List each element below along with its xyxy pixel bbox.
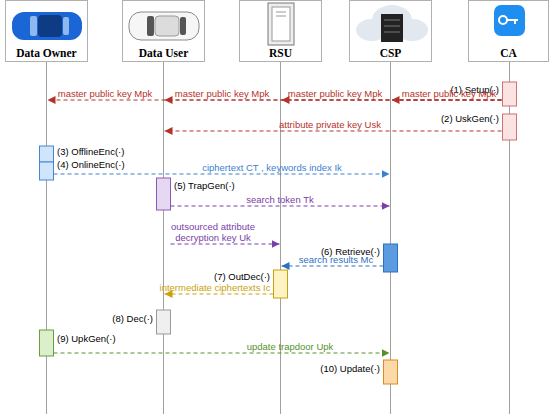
activation-box [503,114,517,140]
message-label: master public key Mpk [288,88,383,99]
car-window [147,16,154,36]
key-bit [514,20,516,24]
lifeline [280,62,281,414]
step-label: (10) Update(·) [320,363,380,374]
message-label: master public key Mpk [58,88,153,99]
car-window [30,16,37,36]
app-tile [494,5,525,36]
activation-box [40,146,54,162]
step-label: (4) OnlineEnc(·) [57,159,125,170]
activation-box [40,162,54,180]
message-arrow [48,100,502,101]
message-arrow [165,294,274,295]
car-roof [155,16,179,36]
participant-name: RSU [240,47,321,59]
participant-name: Data User [123,47,204,59]
message-arrow [54,174,390,175]
cloud-server-icon [356,5,428,42]
key-bow [499,16,507,24]
participant-box: Data User [122,0,205,62]
car-window [180,17,186,35]
message-label: search results Mc [299,254,373,265]
participant-box: CA [468,0,549,62]
participant-name: CA [469,47,548,59]
step-label: (5) TrapGen(·) [174,180,235,191]
rsu-detail [276,12,286,13]
server [381,14,403,42]
activation-boxes [40,82,517,384]
message-arrow [171,206,390,207]
participant-box: Data Owner [5,0,88,62]
server-slot [384,26,400,27]
rsu-icon [268,3,294,45]
message-label: attribute private key Usk [279,119,381,130]
rsu-door [272,7,290,41]
message-arrow [392,100,502,101]
message-arrow [282,266,384,267]
lifelines [47,62,510,414]
car-window [63,17,69,35]
lifeline [46,62,47,414]
car-icon-owner [12,12,82,40]
car-body [129,12,199,40]
key-shaft [507,19,518,21]
message-label: search token Tk [246,194,313,205]
activation-box [157,178,171,210]
participant-box: CSP [349,0,432,62]
server-slot [384,32,400,33]
message-label: master public key Mpk [402,88,497,99]
lifeline [163,62,164,414]
step-label: (9) UpkGen(·) [57,333,116,344]
message-label: ciphertext CT , keywords index Ik [202,162,342,173]
message-label: intermediate ciphertexts Ic [160,282,271,293]
key-icon [494,5,525,36]
message-arrow [282,100,502,101]
activation-box [40,330,54,356]
step-label: (3) OfflineEnc(·) [57,146,124,157]
participant-name: CSP [350,47,431,59]
step-label: (8) Dec(·) [112,313,153,324]
participant-name: Data Owner [6,47,87,59]
message-label: update trapdoor Upk [247,341,334,352]
message-arrow [165,131,502,132]
message-label: master public key Mpk [175,88,270,99]
rsu-cabinet [268,3,294,45]
message-arrow [171,244,280,245]
step-label: (7) OutDec(·) [214,271,270,282]
rsu-detail [276,16,286,17]
step-label: (2) UskGen(·) [441,113,499,124]
message-arrow [165,100,502,101]
message-arrow [54,353,390,354]
car-roof [38,15,62,37]
server-slot [384,20,400,21]
car-icon-user [129,12,199,40]
car-body [12,12,82,40]
activation-box [157,310,171,334]
participant-box: RSU [239,0,322,62]
activation-box [384,244,398,272]
activation-box [384,360,398,384]
activation-box [503,82,517,106]
activation-box [274,270,288,298]
message-label: outsourced attribute decryption key Uk [163,221,263,243]
